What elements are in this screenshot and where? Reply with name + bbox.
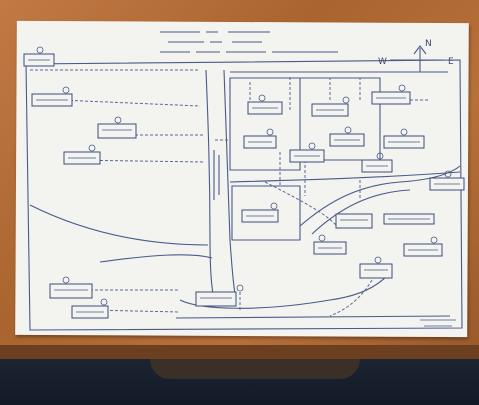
landmark-box bbox=[335, 213, 373, 229]
table-edge bbox=[0, 345, 479, 359]
curved-road-lower bbox=[99, 254, 213, 263]
main-road-east-edge bbox=[223, 69, 237, 301]
block-c bbox=[300, 77, 381, 161]
landmark-box bbox=[97, 123, 137, 139]
main-road-west-edge bbox=[205, 69, 215, 301]
compass-east-label: E bbox=[448, 57, 454, 67]
east-curve-road bbox=[299, 165, 461, 227]
block-b bbox=[231, 185, 301, 241]
landmark-box bbox=[195, 291, 237, 307]
curved-road-upper bbox=[29, 204, 209, 246]
compass-rose: W N E bbox=[378, 39, 454, 72]
block-a bbox=[229, 77, 301, 171]
compass-north-label: N bbox=[425, 39, 432, 49]
map-header bbox=[160, 31, 338, 53]
east-road-2 bbox=[229, 171, 461, 183]
compass-west-label: W bbox=[378, 57, 387, 67]
footpaths bbox=[30, 69, 430, 317]
landmark-box bbox=[359, 263, 393, 279]
landmark-box bbox=[49, 283, 93, 299]
map-border bbox=[25, 59, 463, 331]
floor bbox=[0, 359, 479, 405]
